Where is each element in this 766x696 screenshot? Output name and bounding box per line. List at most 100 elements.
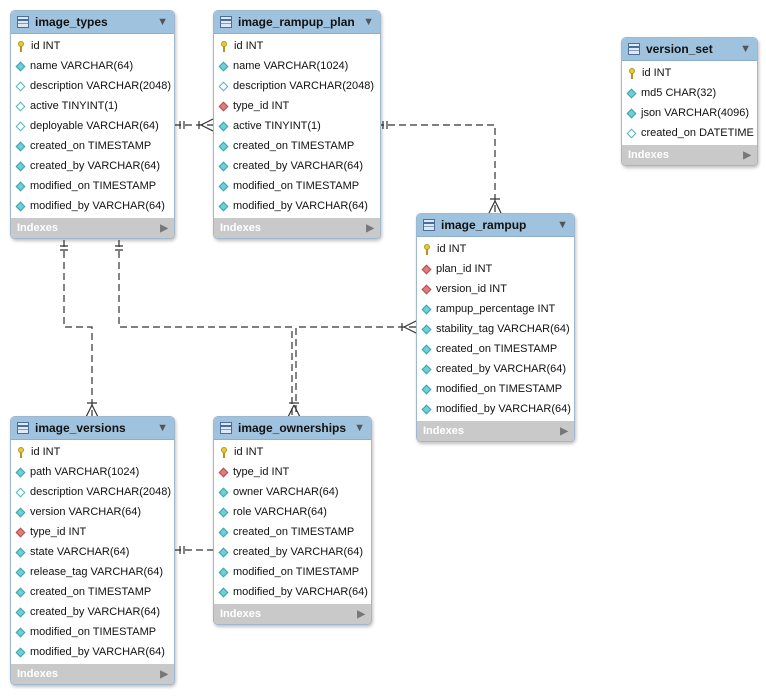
- column-row[interactable]: active TINYINT(1): [214, 116, 380, 136]
- column-row[interactable]: md5 CHAR(32): [622, 83, 757, 103]
- indexes-section[interactable]: Indexes▶: [214, 604, 371, 624]
- not-null-column-icon: [626, 108, 637, 118]
- column-row[interactable]: name VARCHAR(1024): [214, 56, 380, 76]
- column-row[interactable]: type_id INT: [214, 96, 380, 116]
- triangle-down-icon[interactable]: ▼: [363, 16, 374, 28]
- triangle-right-icon[interactable]: ▶: [160, 668, 168, 680]
- column-row[interactable]: id INT: [214, 442, 371, 462]
- column-row[interactable]: created_on DATETIME: [622, 123, 757, 143]
- column-row[interactable]: path VARCHAR(1024): [11, 462, 174, 482]
- column-row[interactable]: created_on TIMESTAMP: [214, 522, 371, 542]
- triangle-down-icon[interactable]: ▼: [157, 422, 168, 434]
- column-row[interactable]: description VARCHAR(2048): [11, 76, 174, 96]
- not-null-column-icon: [421, 324, 432, 334]
- not-null-column-icon: [15, 647, 26, 657]
- primary-key-icon: [17, 40, 25, 52]
- many-mark: [85, 402, 99, 418]
- column-row[interactable]: created_by VARCHAR(64): [214, 156, 380, 176]
- not-null-column-icon: [15, 467, 26, 477]
- one-mark: [115, 245, 123, 251]
- table-title: image_ownerships: [238, 421, 347, 435]
- column-row[interactable]: created_on TIMESTAMP: [11, 582, 174, 602]
- column-label: deployable VARCHAR(64): [30, 120, 159, 132]
- column-row[interactable]: modified_on TIMESTAMP: [11, 176, 174, 196]
- indexes-section[interactable]: Indexes▶: [11, 664, 174, 684]
- column-row[interactable]: name VARCHAR(64): [11, 56, 174, 76]
- triangle-right-icon[interactable]: ▶: [560, 425, 568, 437]
- triangle-down-icon[interactable]: ▼: [157, 16, 168, 28]
- table-icon: [220, 422, 232, 434]
- column-row[interactable]: role VARCHAR(64): [214, 502, 371, 522]
- column-label: version_id INT: [436, 283, 507, 295]
- column-row[interactable]: version VARCHAR(64): [11, 502, 174, 522]
- column-row[interactable]: created_by VARCHAR(64): [214, 542, 371, 562]
- column-row[interactable]: created_on TIMESTAMP: [214, 136, 380, 156]
- column-row[interactable]: modified_on TIMESTAMP: [11, 622, 174, 642]
- table-header[interactable]: image_versions▼: [11, 417, 174, 440]
- table-header[interactable]: version_set▼: [622, 38, 757, 61]
- not-null-column-icon: [15, 141, 26, 151]
- column-row[interactable]: description VARCHAR(2048): [214, 76, 380, 96]
- column-row[interactable]: json VARCHAR(4096): [622, 103, 757, 123]
- column-row[interactable]: modified_by VARCHAR(64): [11, 642, 174, 662]
- column-row[interactable]: plan_id INT: [417, 259, 574, 279]
- column-row[interactable]: id INT: [11, 442, 174, 462]
- column-row[interactable]: modified_by VARCHAR(64): [11, 196, 174, 216]
- column-row[interactable]: modified_on TIMESTAMP: [214, 562, 371, 582]
- triangle-down-icon[interactable]: ▼: [354, 422, 365, 434]
- column-row[interactable]: description VARCHAR(2048): [11, 482, 174, 502]
- column-row[interactable]: created_on TIMESTAMP: [11, 136, 174, 156]
- column-row[interactable]: stability_tag VARCHAR(64): [417, 319, 574, 339]
- column-row[interactable]: id INT: [622, 63, 757, 83]
- column-row[interactable]: id INT: [11, 36, 174, 56]
- indexes-section[interactable]: Indexes▶: [622, 145, 757, 165]
- table-header[interactable]: image_ownerships ▼: [214, 417, 371, 440]
- column-label: modified_by VARCHAR(64): [233, 586, 368, 598]
- indexes-section[interactable]: Indexes▶: [417, 421, 574, 441]
- column-row[interactable]: type_id INT: [214, 462, 371, 482]
- many-mark: [287, 402, 301, 418]
- column-row[interactable]: modified_on TIMESTAMP: [417, 379, 574, 399]
- column-row[interactable]: created_by VARCHAR(64): [11, 156, 174, 176]
- column-row[interactable]: created_on TIMESTAMP: [417, 339, 574, 359]
- column-row[interactable]: modified_by VARCHAR(64): [214, 196, 380, 216]
- not-null-column-icon: [218, 181, 229, 191]
- column-row[interactable]: version_id INT: [417, 279, 574, 299]
- column-row[interactable]: created_by VARCHAR(64): [417, 359, 574, 379]
- column-row[interactable]: id INT: [214, 36, 380, 56]
- column-label: state VARCHAR(64): [30, 546, 130, 558]
- column-row[interactable]: modified_on TIMESTAMP: [214, 176, 380, 196]
- triangle-down-icon[interactable]: ▼: [740, 43, 751, 55]
- triangle-right-icon[interactable]: ▶: [366, 222, 374, 234]
- table-header[interactable]: image_types▼: [11, 11, 174, 34]
- column-row[interactable]: state VARCHAR(64): [11, 542, 174, 562]
- column-row[interactable]: modified_by VARCHAR(64): [417, 399, 574, 419]
- column-label: created_on TIMESTAMP: [233, 140, 355, 152]
- column-row[interactable]: modified_by VARCHAR(64): [214, 582, 371, 602]
- indexes-section[interactable]: Indexes▶: [11, 218, 174, 238]
- column-row[interactable]: owner VARCHAR(64): [214, 482, 371, 502]
- column-row[interactable]: id INT: [417, 239, 574, 259]
- column-row[interactable]: created_by VARCHAR(64): [11, 602, 174, 622]
- triangle-down-icon[interactable]: ▼: [557, 219, 568, 231]
- column-row[interactable]: deployable VARCHAR(64): [11, 116, 174, 136]
- not-null-column-icon: [218, 141, 229, 151]
- table-header[interactable]: image_rampup_plan▼: [214, 11, 380, 34]
- not-null-column-icon: [421, 344, 432, 354]
- triangle-right-icon[interactable]: ▶: [357, 608, 365, 620]
- column-row[interactable]: rampup_percentage INT: [417, 299, 574, 319]
- column-label: active TINYINT(1): [233, 120, 321, 132]
- column-row[interactable]: release_tag VARCHAR(64): [11, 562, 174, 582]
- table-header[interactable]: image_rampup▼: [417, 214, 574, 237]
- column-row[interactable]: type_id INT: [11, 522, 174, 542]
- triangle-right-icon[interactable]: ▶: [743, 149, 751, 161]
- column-row[interactable]: active TINYINT(1): [11, 96, 174, 116]
- indexes-section[interactable]: Indexes▶: [214, 218, 380, 238]
- triangle-right-icon[interactable]: ▶: [160, 222, 168, 234]
